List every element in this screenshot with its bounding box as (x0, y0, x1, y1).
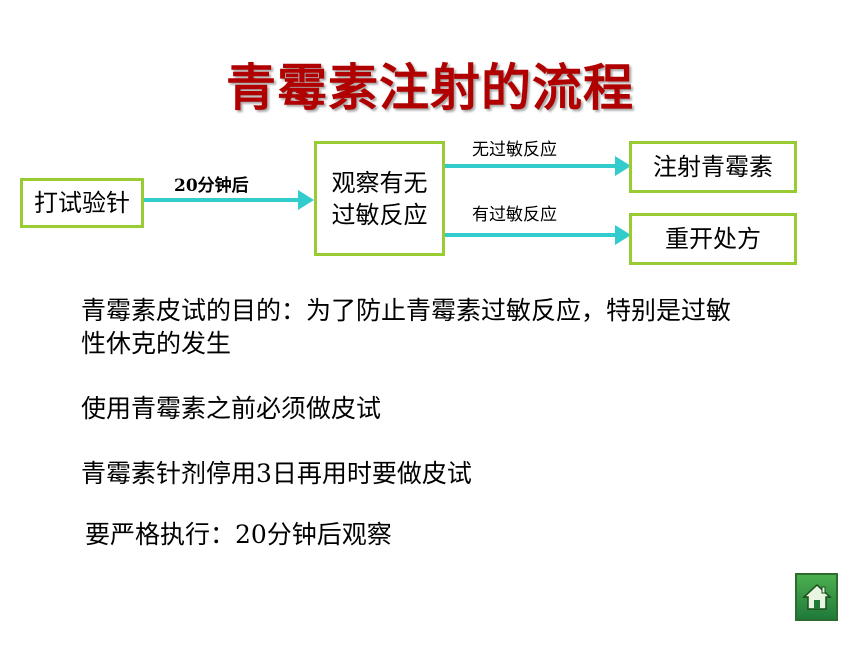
step-skin-test-label: 打试验针 (34, 189, 130, 217)
note-purpose-line1: 青霉素皮试的目的：为了防止青霉素过敏反应，特别是过敏 (81, 296, 732, 325)
step-observe-line2: 过敏反应 (331, 200, 428, 229)
step-skin-test-box: 打试验针 (20, 178, 144, 228)
home-icon (801, 583, 832, 610)
note-retest-after-stop: 青霉素针剂停用3日再用时要做皮试 (81, 459, 472, 488)
outcome-inject-box: 注射青霉素 (629, 141, 797, 193)
outcome-inject-label: 注射青霉素 (653, 153, 773, 181)
arrow-to-inject (445, 156, 631, 176)
has-reaction-label: 有过敏反应 (472, 205, 557, 225)
step-observe-box: 观察有无 过敏反应 (314, 141, 445, 256)
note-must-test: 使用青霉素之前必须做皮试 (81, 394, 382, 423)
arrow-to-represcribe (445, 225, 631, 245)
slide-title: 青霉素注射的流程 (226, 59, 634, 117)
outcome-represcribe-box: 重开处方 (629, 213, 797, 265)
wait-time-label: 20分钟后 (174, 176, 249, 196)
note-strict-observe: 要严格执行：20分钟后观察 (85, 520, 392, 549)
step-observe-line1: 观察有无 (331, 168, 428, 197)
outcome-represcribe-label: 重开处方 (665, 225, 761, 253)
no-reaction-label: 无过敏反应 (472, 140, 557, 160)
home-button[interactable] (795, 573, 838, 621)
arrow-to-observe (144, 190, 314, 210)
note-purpose-line2: 性休克的发生 (81, 329, 232, 358)
